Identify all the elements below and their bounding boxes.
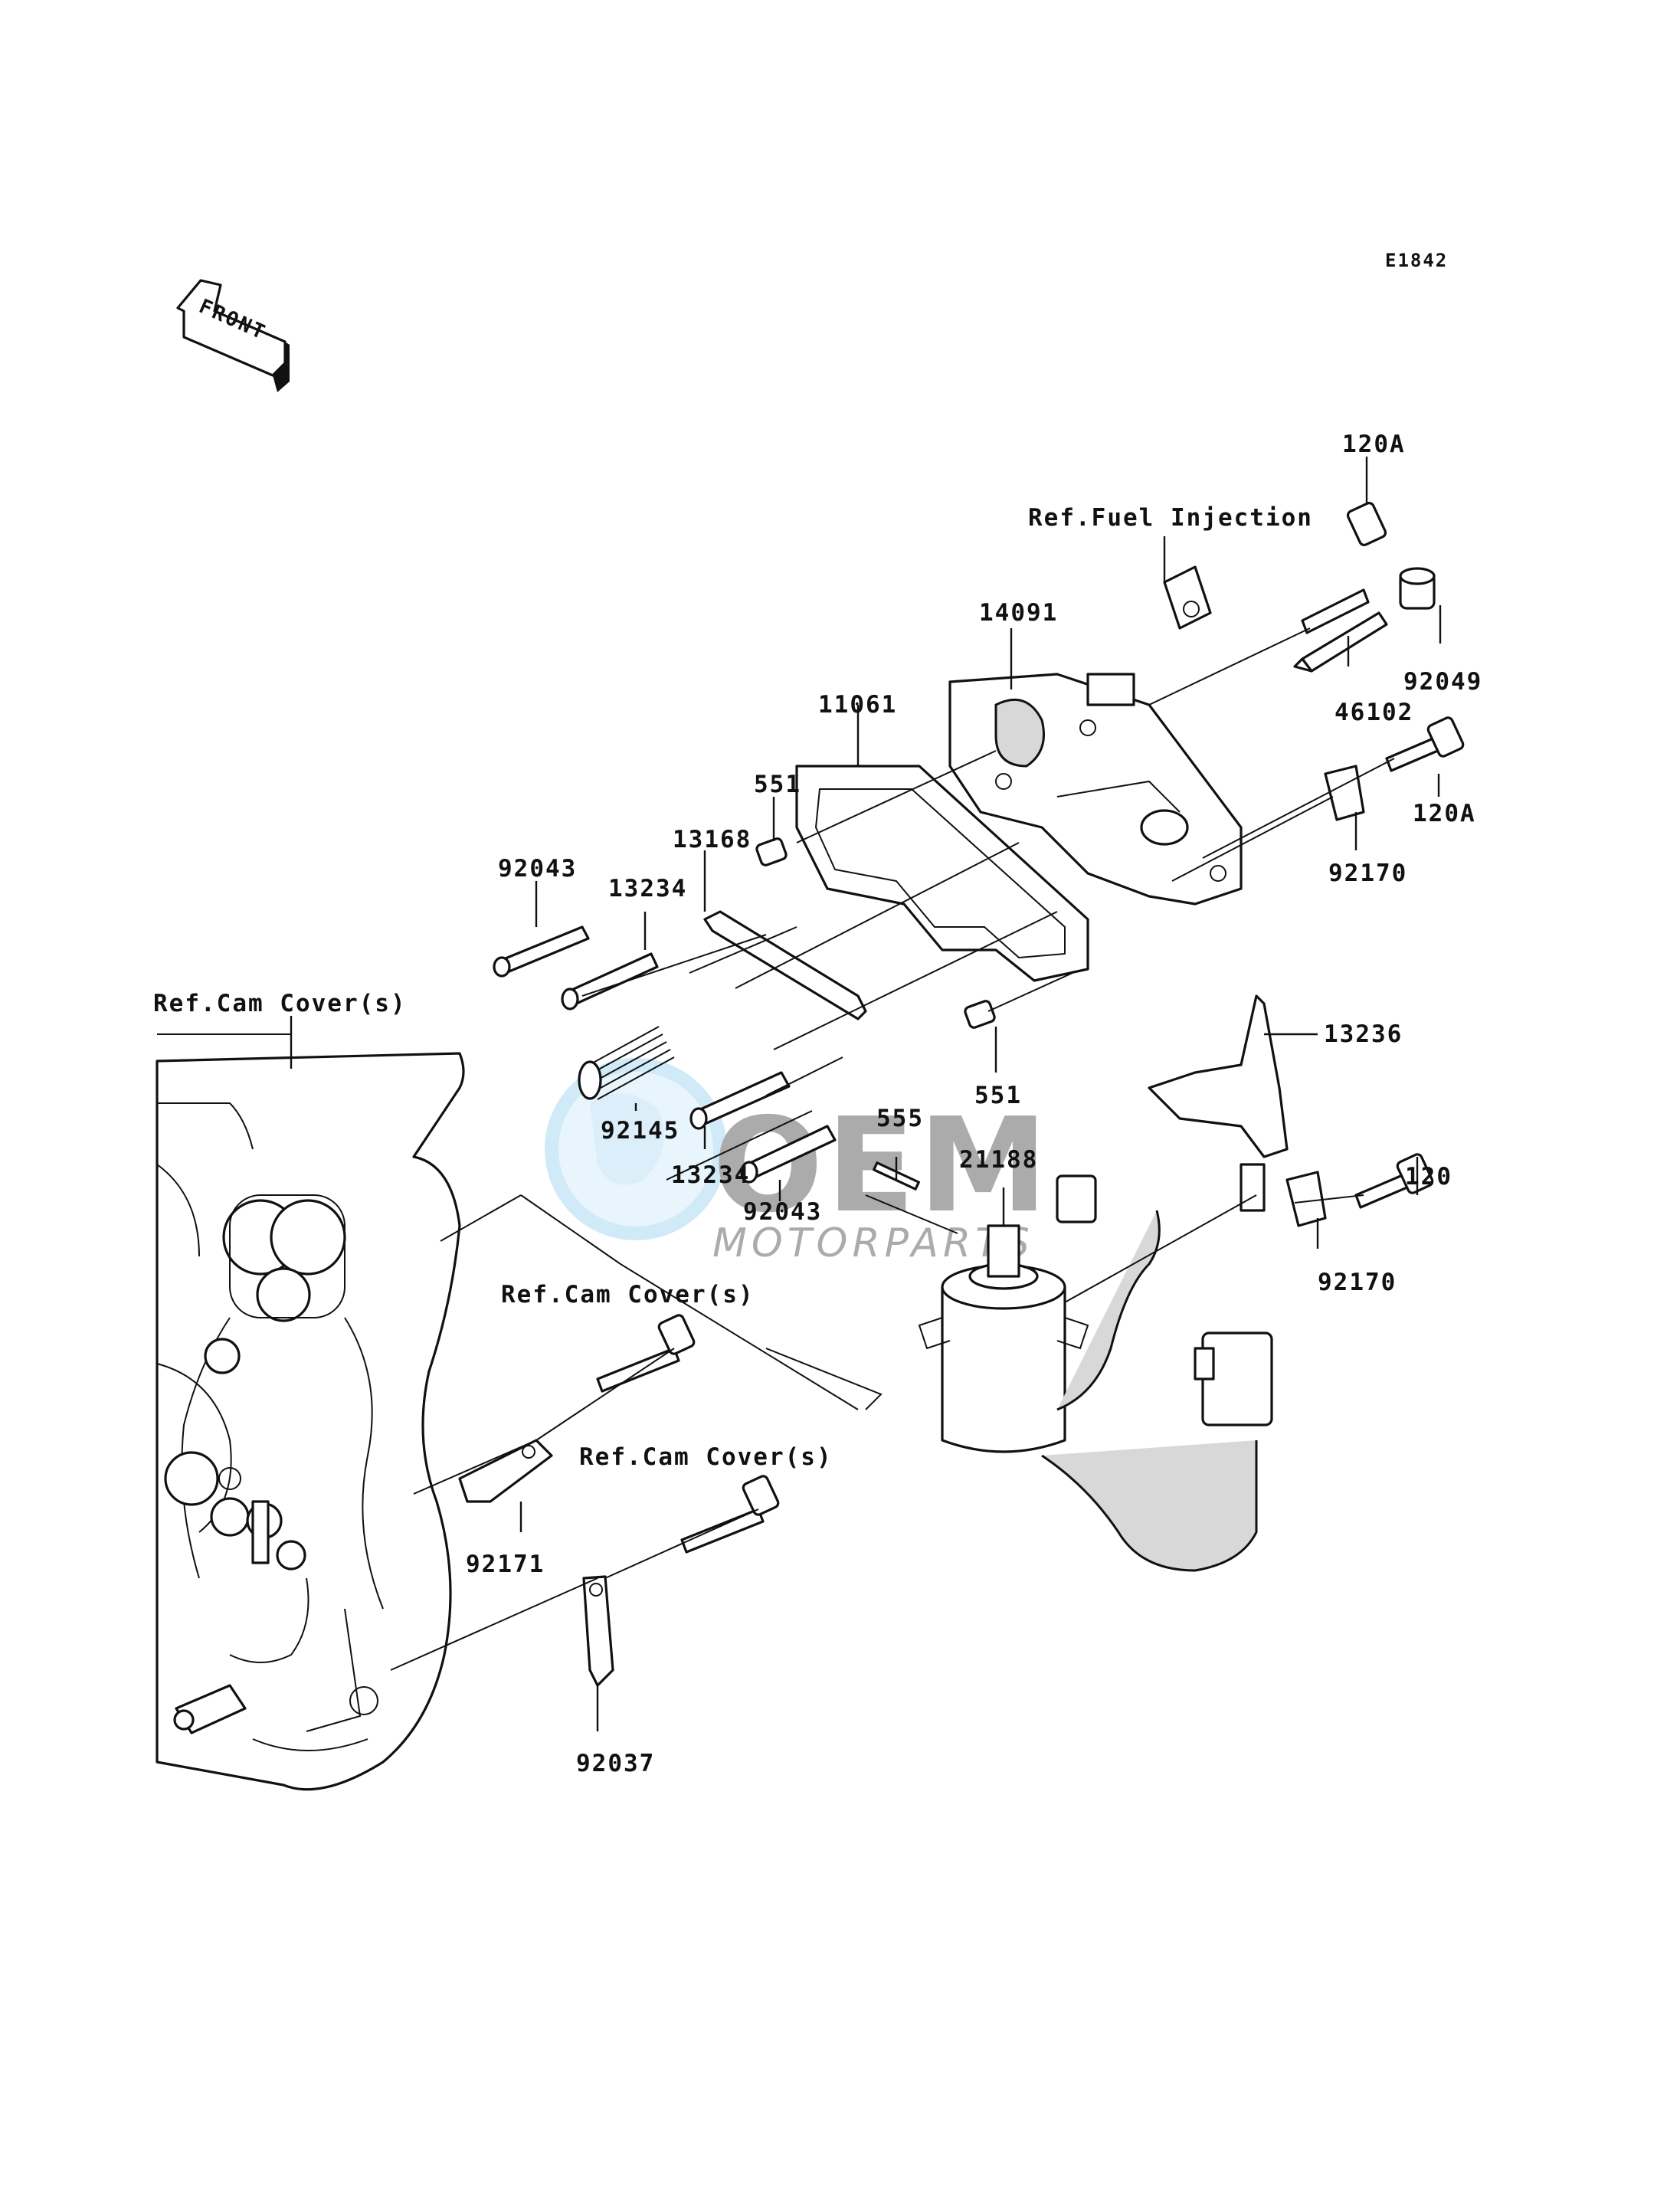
shaft-46102	[1293, 611, 1388, 673]
clamp-92170-top	[1324, 765, 1365, 821]
solenoid-21188	[918, 1174, 1273, 1572]
bolt-120a-top	[1301, 502, 1387, 634]
svg-text:MOTORPARTS: MOTORPARTS	[712, 1220, 1034, 1266]
clamp-ref-fuel-injection	[1163, 565, 1212, 630]
label-46102: 46102	[1335, 699, 1413, 726]
clamp-92037	[582, 1575, 614, 1687]
label-ref-cam-cover-3: Ref.Cam Cover(s)	[579, 1443, 833, 1471]
label-92049: 92049	[1403, 668, 1482, 696]
gasket-11061	[795, 765, 1089, 982]
label-14091: 14091	[979, 599, 1058, 627]
cam-cover-housing	[156, 1033, 465, 1791]
bolt-ref-cam-cover-3	[680, 1475, 780, 1554]
label-11061: 11061	[818, 691, 897, 719]
cover-14091	[948, 673, 1243, 906]
dowel-551-top	[755, 837, 788, 866]
label-13234-top: 13234	[608, 875, 687, 902]
label-120a-top: 120A	[1342, 431, 1406, 458]
label-21188: 21188	[959, 1146, 1038, 1174]
ref-cam-cover-label-1: Ref.Cam Cover(s)	[153, 990, 407, 1017]
label-551-top: 551	[754, 771, 801, 798]
label-92037: 92037	[576, 1750, 655, 1777]
label-ref-cam-cover-2: Ref.Cam Cover(s)	[501, 1281, 755, 1308]
spring-92145	[578, 1026, 675, 1100]
bracket-13236	[1148, 994, 1289, 1212]
dowel-551-bottom	[964, 1000, 996, 1029]
clamp-92171	[458, 1439, 553, 1503]
label-555: 555	[876, 1105, 924, 1132]
plate-13168	[703, 910, 867, 1020]
bolt-120a-right	[1385, 716, 1465, 772]
pin-92043-bottom	[740, 1125, 837, 1184]
label-92043-top: 92043	[498, 855, 577, 883]
diagram-code: E1842	[1385, 250, 1448, 271]
pin-92043-top	[493, 925, 590, 978]
label-120a-right: 120A	[1413, 800, 1476, 827]
label-551-bottom: 551	[974, 1082, 1022, 1109]
collar-92049	[1399, 567, 1436, 610]
front-arrow-icon	[176, 279, 290, 392]
shaft-13234-top	[561, 952, 659, 1010]
clamp-92170-bottom	[1285, 1171, 1327, 1227]
label-92145: 92145	[601, 1117, 680, 1145]
label-92043-bottom: 92043	[743, 1198, 822, 1226]
shaft-13234-bottom	[689, 1071, 791, 1130]
label-92170-bottom: 92170	[1318, 1269, 1397, 1296]
label-92171: 92171	[466, 1551, 545, 1578]
bolt-120	[1354, 1153, 1434, 1209]
leader-lines	[290, 457, 1442, 1731]
label-13168: 13168	[673, 826, 752, 853]
label-92170-top: 92170	[1328, 860, 1407, 887]
bolt-ref-cam-cover-2	[596, 1314, 696, 1393]
label-120: 120	[1405, 1163, 1452, 1191]
label-ref-fuel-injection: Ref.Fuel Injection	[1028, 504, 1313, 532]
label-13234-bottom: 13234	[671, 1161, 750, 1189]
label-13236: 13236	[1324, 1020, 1403, 1048]
